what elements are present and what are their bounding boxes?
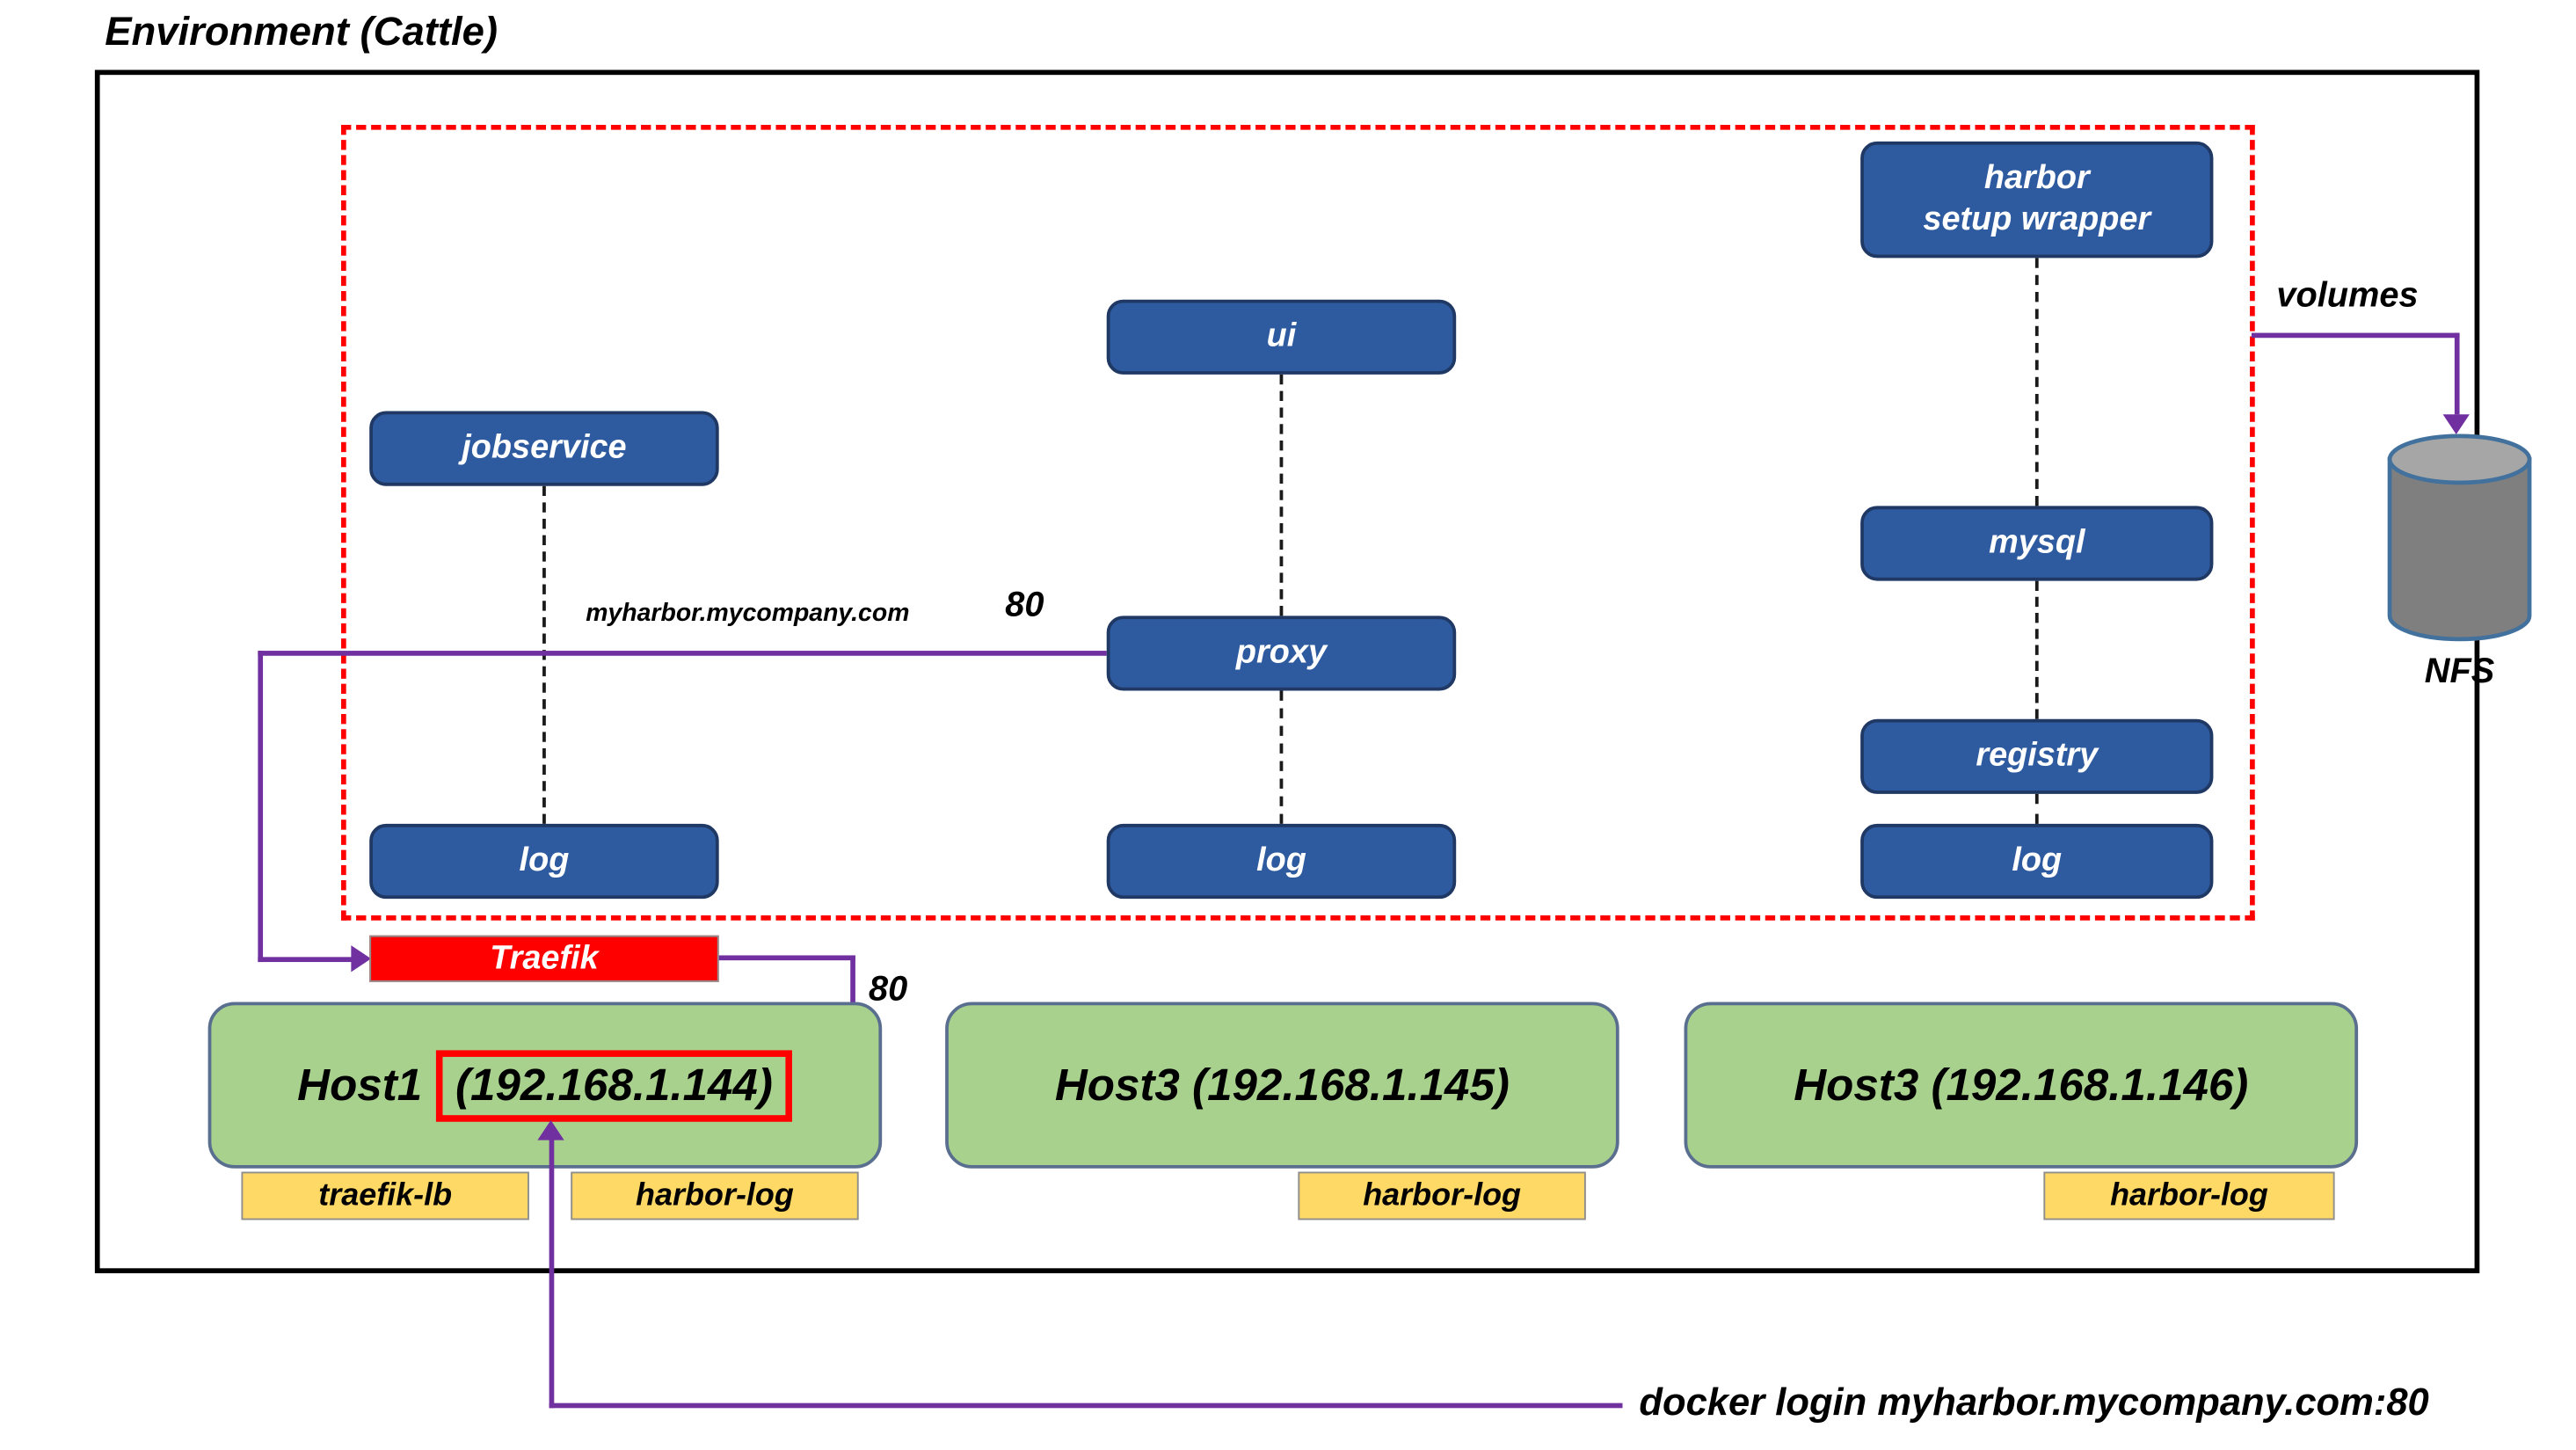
node-registry: registry	[1860, 718, 2214, 794]
badge-harbor-log-host2: harbor-log	[1298, 1171, 1586, 1220]
traefik-label: Traefik	[490, 939, 599, 977]
connector-mysql-registry	[2034, 580, 2039, 719]
environment-title: Environment (Cattle)	[105, 10, 498, 55]
node-log-right-label: log	[2012, 842, 2063, 879]
node-jobservice: jobservice	[369, 411, 719, 486]
volumes-line-vertical	[2454, 332, 2460, 415]
node-mysql: mysql	[1860, 506, 2214, 581]
harbor-stack-boundary	[341, 124, 2255, 921]
arrow-into-nfs-icon	[2442, 414, 2470, 435]
docker-login-line-vertical	[549, 1138, 555, 1409]
node-registry-label: registry	[1976, 737, 2099, 775]
badge-harbor-log-host1: harbor-log	[571, 1171, 859, 1220]
docker-login-line-horizontal	[549, 1403, 1623, 1409]
proxy-port-label: 80	[1005, 586, 1044, 624]
host1-name: Host1	[297, 1059, 423, 1110]
domain-label: myharbor.mycompany.com	[586, 599, 910, 628]
node-log-right: log	[1860, 823, 2214, 900]
node-proxy: proxy	[1106, 616, 1457, 691]
badge-harbor-log-host3: harbor-log	[2043, 1171, 2335, 1220]
docker-login-label: docker login myharbor.mycompany.com:80	[1639, 1380, 2429, 1424]
host1-ip-highlight: (192.168.1.144)	[435, 1049, 793, 1121]
connector-registry-log	[2034, 793, 2039, 824]
node-harbor-setup-wrapper-line2: setup wrapper	[1923, 201, 2151, 238]
host1-box: Host1 (192.168.1.144)	[207, 1002, 883, 1169]
node-mysql-label: mysql	[1989, 524, 2085, 561]
node-log-left: log	[369, 823, 719, 900]
host3-box: Host3 (192.168.1.146)	[1684, 1002, 2359, 1169]
node-jobservice-label: jobservice	[462, 429, 627, 466]
node-ui: ui	[1106, 299, 1457, 375]
node-ui-label: ui	[1266, 317, 1297, 355]
connector-ui-proxy	[1279, 374, 1284, 616]
node-proxy-label: proxy	[1235, 634, 1328, 671]
arrow-into-traefik-icon	[351, 945, 372, 973]
traefik-port-label: 80	[869, 970, 908, 1009]
node-log-left-label: log	[519, 842, 570, 879]
host3-label: Host3 (192.168.1.146)	[1794, 1059, 2249, 1110]
host2-box: Host3 (192.168.1.145)	[945, 1002, 1619, 1169]
node-harbor-setup-wrapper-line1: harbor	[1983, 159, 2090, 197]
node-harbor-setup-wrapper: harbor setup wrapper	[1860, 141, 2214, 259]
badge-traefik-lb: traefik-lb	[241, 1171, 529, 1220]
traefik-host1-line-horizontal	[718, 955, 855, 961]
proxy-traefik-line-vertical	[258, 651, 264, 963]
arrow-into-host1-ip-icon	[537, 1119, 564, 1140]
nfs-label: NFS	[2424, 652, 2495, 691]
nfs-cylinder-icon	[2384, 433, 2534, 645]
node-log-middle-label: log	[1256, 842, 1306, 879]
proxy-traefik-line-into	[258, 957, 355, 963]
volumes-label: volumes	[2276, 276, 2419, 315]
node-log-middle: log	[1106, 823, 1457, 900]
host2-label: Host3 (192.168.1.145)	[1054, 1059, 1510, 1110]
volumes-line-horizontal	[2251, 332, 2460, 339]
connector-proxy-log	[1279, 690, 1284, 824]
traefik-box: Traefik	[369, 935, 719, 982]
connector-setupwrapper-mysql	[2034, 258, 2039, 506]
proxy-traefik-line-horizontal	[258, 651, 1107, 656]
